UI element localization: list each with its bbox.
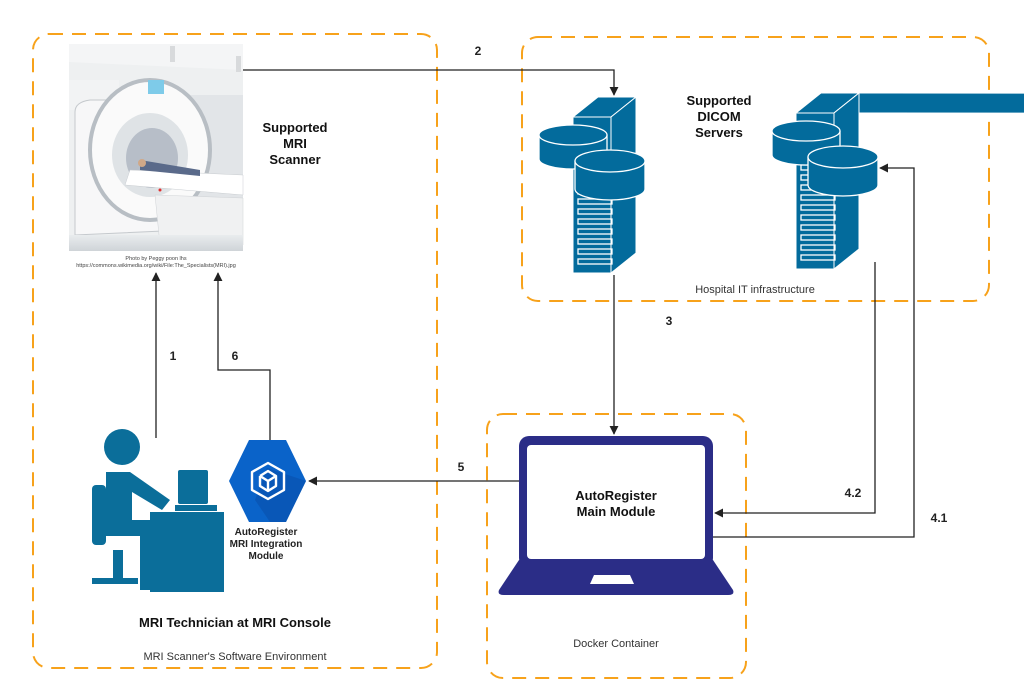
dicom-server-icon-2 (771, 91, 1024, 271)
step-label-4-2: 4.2 (845, 486, 862, 500)
technician-label: MRI Technician at MRI Console (139, 615, 331, 630)
zone-hospital-it: Hospital IT infrastructure (521, 36, 990, 302)
step-label-5: 5 (458, 460, 465, 474)
connector-step-6 (213, 272, 271, 440)
zone-label-docker: Docker Container (573, 638, 659, 650)
scanner-label-line-3: Scanner (269, 152, 320, 167)
technician-icon (92, 429, 224, 592)
connector-step-4-2 (714, 262, 876, 518)
step-label-1: 1 (170, 349, 177, 363)
connector-step-4-1 (713, 163, 915, 538)
step-label-6: 6 (232, 349, 239, 363)
integration-module-label-line-3: Module (249, 551, 284, 562)
integration-module-label-line-2: MRI Integration (230, 539, 303, 550)
step-label-2: 2 (475, 44, 482, 58)
scanner-label: Supported MRI Scanner (263, 120, 328, 167)
main-module-label-line-1: AutoRegister (575, 488, 657, 503)
integration-module-icon (229, 440, 306, 522)
zone-mri-software-environment: MRI Scanner's Software Environment (32, 33, 438, 669)
integration-module-label: AutoRegister MRI Integration Module (230, 527, 303, 562)
main-module-label-line-2: Main Module (577, 504, 656, 519)
zone-docker-container: Docker Container (486, 413, 747, 679)
dicom-label: Supported DICOM Servers (687, 93, 752, 140)
step-label-3: 3 (666, 314, 673, 328)
main-module-label: AutoRegister Main Module (575, 488, 657, 519)
laptop-icon (498, 436, 734, 595)
step-label-4-1: 4.1 (931, 511, 948, 525)
integration-module-label-line-1: AutoRegister (235, 527, 298, 538)
photo-credit-line-1: Photo by Peggy poon lhs (125, 256, 186, 262)
dicom-label-line-2: DICOM (697, 109, 740, 124)
dicom-label-line-1: Supported (687, 93, 752, 108)
zone-label-hospital-it: Hospital IT infrastructure (695, 284, 815, 296)
scanner-label-line-1: Supported (263, 120, 328, 135)
connector-step-2 (243, 69, 619, 96)
dicom-label-line-3: Servers (695, 125, 743, 140)
scanner-label-line-2: MRI (283, 136, 307, 151)
zone-label-mri-env: MRI Scanner's Software Environment (143, 651, 326, 663)
photo-credit: Photo by Peggy poon lhs https://commons.… (76, 256, 236, 269)
dicom-server-icon-1 (538, 95, 646, 275)
mri-scanner-photo (69, 44, 244, 251)
photo-credit-line-2: https://commons.wikimedia.org/wiki/File:… (76, 263, 236, 269)
